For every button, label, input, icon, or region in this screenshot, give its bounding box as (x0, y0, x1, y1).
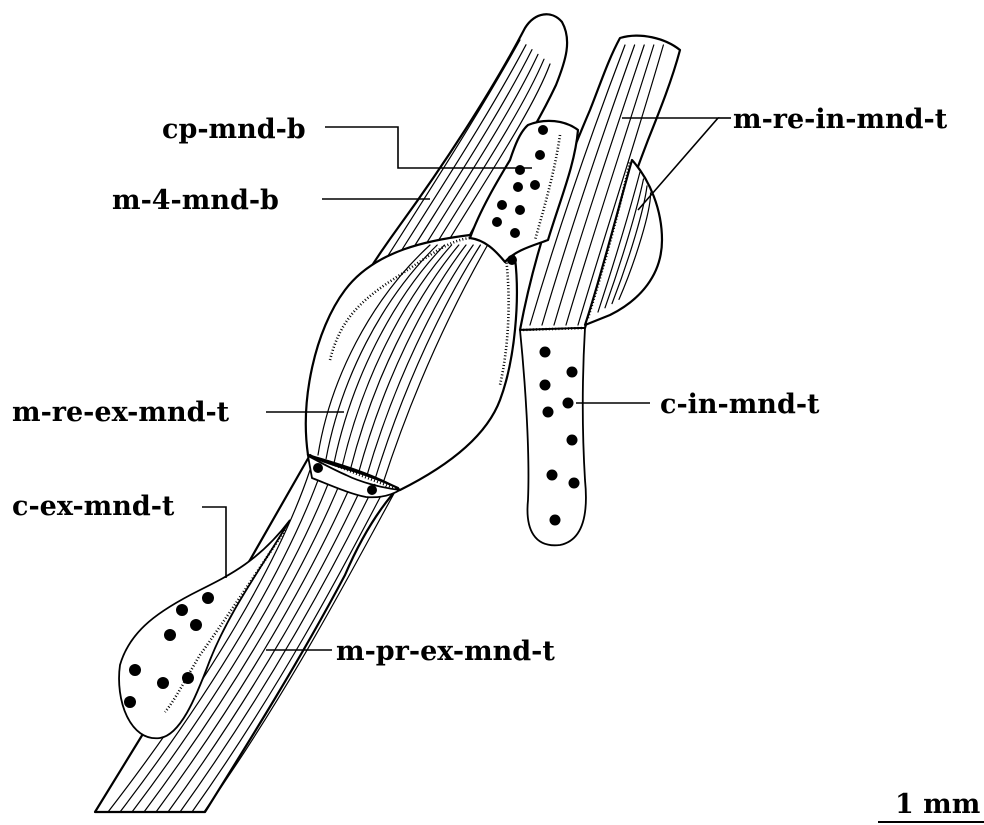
label-m-re-in-mnd-t: m-re-in-mnd-t (733, 104, 948, 135)
scale-bar: 1 mm (878, 789, 984, 822)
m-re-ex-mnd-t-muscle (306, 234, 517, 490)
c-in-mnd-t-tendon (520, 328, 586, 545)
label-c-in-mnd-t: c-in-mnd-t (660, 389, 820, 420)
label-m-pr-ex-mnd-t: m-pr-ex-mnd-t (336, 636, 555, 667)
label-cp-mnd-b: cp-mnd-b (162, 114, 306, 145)
leader-c-ex-mnd-t (202, 507, 226, 578)
label-m-re-ex-mnd-t: m-re-ex-mnd-t (12, 397, 230, 428)
label-c-ex-mnd-t: c-ex-mnd-t (12, 491, 175, 522)
scale-bar-label: 1 mm (895, 789, 980, 820)
label-m-4-mnd-b: m-4-mnd-b (112, 185, 279, 216)
